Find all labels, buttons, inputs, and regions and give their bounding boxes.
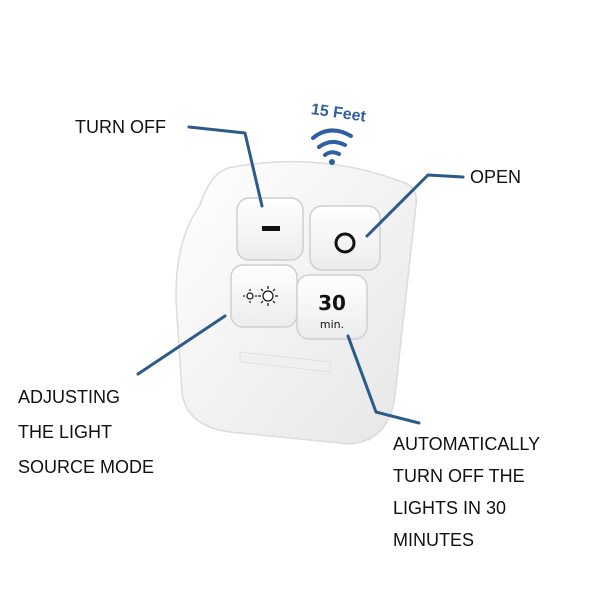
minus-icon [262,226,280,231]
timer-button[interactable]: 30 min. [296,274,368,340]
auto-off-label-line: LIGHTS IN 30 [393,498,507,518]
timer-button-number: 30 [318,291,346,315]
turn-off-button[interactable] [236,197,304,261]
wifi-signal-icon [311,128,353,165]
auto-off-label: AUTOMATICALLY TURN OFF THE LIGHTS IN 30 … [393,428,540,556]
open-button[interactable] [309,205,381,271]
turn-off-label: TURN OFF [75,117,166,137]
open-leader-line [365,173,465,238]
auto-off-label-line: TURN OFF THE [393,466,525,486]
light-mode-button[interactable] [230,264,298,328]
circle-icon [334,232,356,254]
remote-bottom-ridge [239,351,331,373]
timer-button-unit: min. [320,318,344,331]
open-label: OPEN [470,167,522,187]
adjust-leader-line [136,314,227,376]
adjust-label-line: SOURCE MODE [18,457,155,477]
adjust-label-line: ADJUSTING [18,387,121,407]
auto-off-label-line: MINUTES [393,530,474,550]
auto-off-leader-line [346,334,421,425]
adjust-light-label: ADJUSTING THE LIGHT SOURCE MODE [18,380,154,485]
adjust-label-line: THE LIGHT [18,422,113,442]
sun-icon [243,286,278,306]
auto-off-label-line: AUTOMATICALLY [393,434,541,454]
turn-off-leader-line [187,125,264,208]
